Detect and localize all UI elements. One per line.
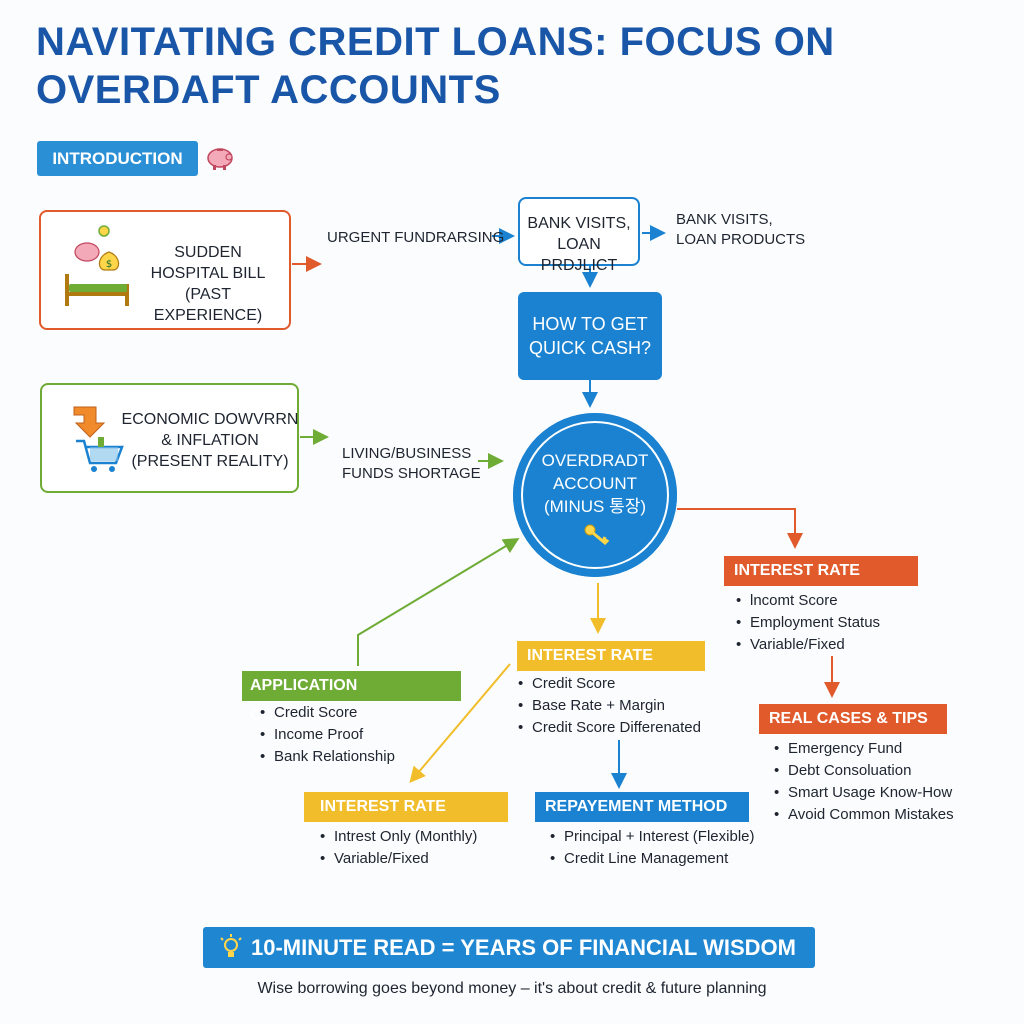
list-item: Income Proof	[260, 724, 460, 746]
list-item: Variable/Fixed	[736, 634, 966, 656]
list-item: Variable/Fixed	[320, 848, 520, 870]
interest-rate-bottom-list: Intrest Only (Monthly) Variable/Fixed	[320, 826, 520, 870]
list-item: Credit Line Management	[550, 848, 770, 870]
lightbulb-icon	[219, 934, 243, 962]
footer-banner: 10-MINUTE READ = YEARS OF FINANCIAL WISD…	[203, 927, 815, 968]
list-item: Emergency Fund	[774, 738, 1014, 760]
list-item: Intrest Only (Monthly)	[320, 826, 520, 848]
list-item: Debt Consoluation	[774, 760, 1014, 782]
application-conditions-list: Credit Score Income Proof Bank Relations…	[260, 702, 460, 768]
bank-visits-box: BANK VISITS, LOAN PRDJLICT	[518, 197, 640, 266]
real-cases-list: Emergency Fund Debt Consoluation Smart U…	[774, 738, 1014, 826]
list-item: Credit Score Differenated	[518, 717, 758, 739]
list-item: Avoid Common Mistakes	[774, 804, 1014, 826]
arrow-application-to-circle	[358, 540, 516, 666]
interest-rate-middle-header: INTEREST RATE	[517, 641, 705, 671]
piggy-bank-icon	[203, 145, 237, 171]
economic-downturn-box: ECONOMIC DOWVRRN & INFLATION (PRESENT RE…	[40, 383, 299, 493]
list-item: Employment Status	[736, 612, 966, 634]
real-cases-header: REAL CASES & TIPS	[759, 704, 947, 734]
funds-shortage-label: LIVING/BUSINESS FUNDS SHORTAGE	[342, 444, 481, 484]
application-conditions-header: APPLICATION CONDITIONS	[242, 671, 461, 701]
economic-downturn-text: ECONOMIC DOWVRRN & INFLATION (PRESENT RE…	[120, 409, 300, 472]
shopping-cart-down-arrow-icon	[70, 403, 126, 475]
hospital-bed-money-icon: $	[59, 222, 131, 312]
list-item: Principal + Interest (Flexible)	[550, 826, 770, 848]
hospital-bill-text: SUDDEN HOSPITAL BILL (PAST EXPERIENCE)	[133, 242, 283, 326]
overdraft-account-circle: OVERDRADT ACCOUNT (MINUS 통장)	[513, 413, 677, 577]
list-item: Credit Score	[518, 673, 758, 695]
hospital-bill-box: $ SUDDEN HOSPITAL BILL (PAST EXPERIENCE)	[39, 210, 291, 330]
key-icon	[583, 523, 609, 545]
page-title: NAVITATING CREDIT LOANS: FOCUS ON OVERDA…	[36, 18, 976, 114]
footer-banner-text: 10-MINUTE READ = YEARS OF FINANCIAL WISD…	[251, 927, 796, 968]
introduction-tag: INTRODUCTION	[37, 141, 198, 176]
list-item: Base Rate + Margin	[518, 695, 758, 717]
svg-text:$: $	[106, 259, 112, 270]
interest-rate-middle-list: Credit Score Base Rate + Margin Credit S…	[518, 673, 758, 739]
list-item: lncomt Score	[736, 590, 966, 612]
list-item: Bank Relationship	[260, 746, 460, 768]
interest-rate-right-header: INTEREST RATE	[724, 556, 918, 586]
interest-rate-bottom-header: INTEREST RATE	[304, 792, 508, 822]
overdraft-account-text: OVERDRADT ACCOUNT (MINUS 통장)	[523, 449, 667, 518]
repayment-method-list: Principal + Interest (Flexible) Credit L…	[550, 826, 770, 870]
quick-cash-box: HOW TO GET QUICK CASH?	[518, 292, 662, 380]
footer-tagline: Wise borrowing goes beyond money – it's …	[0, 979, 1024, 999]
list-item: Credit Score	[260, 702, 460, 724]
bank-visits-loan-products-label: BANK VISITS, LOAN PRODUCTS	[676, 210, 805, 250]
interest-rate-right-list: lncomt Score Employment Status Variable/…	[736, 590, 966, 656]
urgent-fundraising-label: URGENT FUNDRARSING	[327, 228, 504, 248]
repayment-method-header: REPAYEMENT METHOD	[535, 792, 749, 822]
list-item: Smart Usage Know-How	[774, 782, 1014, 804]
arrow-circle-to-interest-right	[677, 509, 795, 545]
